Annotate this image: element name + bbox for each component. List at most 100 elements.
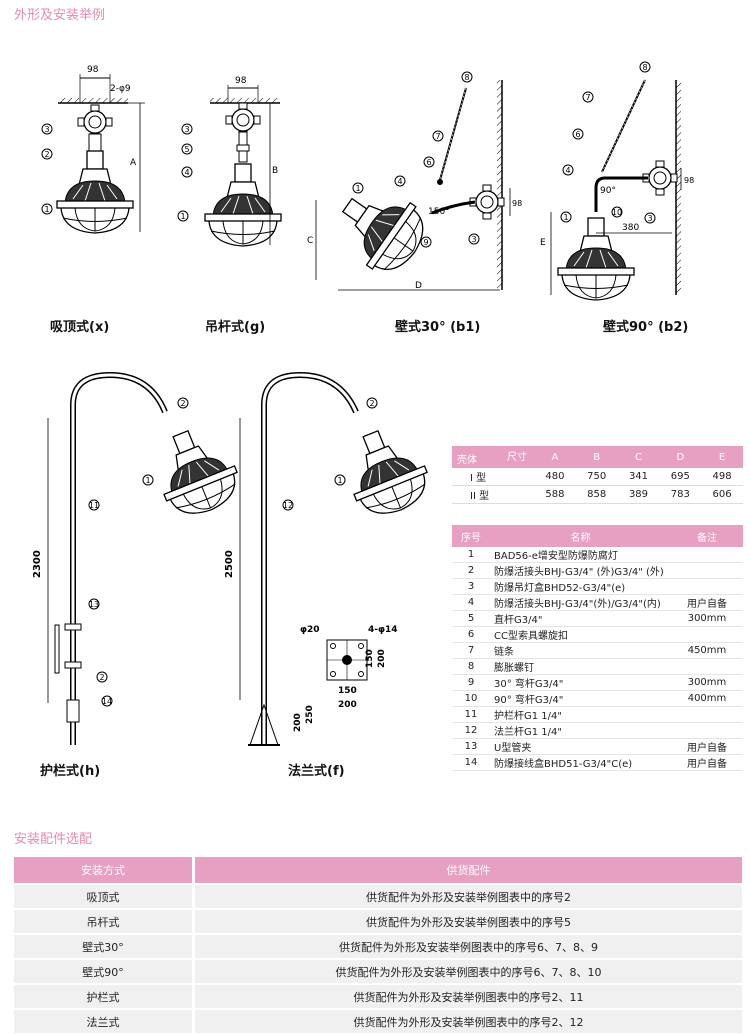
- svg-text:98: 98: [235, 76, 247, 86]
- table-row: 壁式90°供货配件为外形及安装举例图表中的序号6、7、8、10: [14, 960, 742, 983]
- svg-text:3: 3: [44, 125, 49, 134]
- dim-98: 98: [87, 65, 99, 75]
- svg-text:9: 9: [423, 238, 428, 247]
- callout: 6: [572, 128, 584, 140]
- callout: 1: [560, 211, 572, 223]
- table-row: 吊杆式供货配件为外形及安装举例图表中的序号5: [14, 910, 742, 933]
- svg-text:150: 150: [365, 649, 375, 668]
- svg-text:14: 14: [102, 697, 112, 706]
- callout: 1: [142, 474, 154, 486]
- table-row: I 型 480 750 341 695 498: [452, 468, 743, 486]
- svg-text:6: 6: [575, 130, 580, 139]
- svg-text:8: 8: [642, 63, 647, 72]
- install-header-method: 安装方式: [14, 857, 195, 883]
- dim-E: E: [540, 238, 546, 248]
- callout: 2: [41, 148, 53, 160]
- caption-rod: 吊杆式(g): [205, 320, 266, 335]
- svg-text:3: 3: [184, 125, 189, 134]
- svg-text:200: 200: [377, 649, 387, 668]
- dim-col-header: E: [701, 446, 743, 468]
- dim-D: D: [415, 281, 422, 291]
- table-row: 壁式30°供货配件为外形及安装举例图表中的序号6、7、8、9: [14, 935, 742, 958]
- dim-col-header: C: [617, 446, 660, 468]
- callout: 4: [181, 166, 193, 178]
- section-title-outline: 外形及安装举例: [14, 8, 106, 23]
- svg-text:7: 7: [435, 132, 440, 141]
- callout: 6: [423, 156, 435, 168]
- dim-col-header: A: [534, 446, 576, 468]
- callout: 5: [181, 143, 193, 155]
- svg-text:8: 8: [464, 73, 469, 82]
- dim-col-header: D: [659, 446, 702, 468]
- svg-text:2: 2: [99, 673, 104, 682]
- svg-text:7: 7: [585, 93, 590, 102]
- callout: 1: [334, 474, 346, 486]
- install-accessories-table: 安装方式 供货配件 吸顶式供货配件为外形及安装举例图表中的序号2 吊杆式供货配件…: [14, 855, 742, 1035]
- install-header-parts: 供货配件: [195, 857, 742, 883]
- svg-text:10: 10: [612, 208, 622, 217]
- callout: 3: [41, 123, 53, 135]
- callout: 2: [366, 397, 378, 409]
- caption-wall-30: 壁式30° (b1): [395, 320, 481, 335]
- callout: 2: [96, 671, 108, 683]
- callout: 4: [394, 175, 406, 187]
- svg-text:1: 1: [180, 212, 185, 221]
- caption-wall-90: 壁式90° (b2): [603, 320, 689, 335]
- dim-C: C: [307, 236, 313, 246]
- callout: 7: [432, 130, 444, 142]
- dim-200: 200: [338, 700, 357, 710]
- svg-text:4: 4: [565, 166, 570, 175]
- svg-text:1: 1: [337, 476, 342, 485]
- callout: 12: [282, 499, 294, 511]
- table-row: 法兰式供货配件为外形及安装举例图表中的序号2、12: [14, 1010, 742, 1033]
- callout: 11: [88, 499, 100, 511]
- svg-text:11: 11: [89, 501, 99, 510]
- svg-text:1: 1: [563, 213, 568, 222]
- dimension-table: 尺寸 壳体 A B C D E I 型 480 750 341 695 498 …: [452, 446, 743, 504]
- dim-250: 250: [305, 705, 315, 724]
- callout: 10: [611, 206, 623, 218]
- dim-380: 380: [622, 223, 639, 233]
- caption-guardrail: 护栏式(h): [40, 764, 101, 779]
- dim-2phi9: 2-φ9: [110, 84, 131, 94]
- svg-text:4: 4: [397, 177, 402, 186]
- drawing-wall-90: 90° 380 98 E: [540, 79, 694, 301]
- dim-B: B: [272, 166, 278, 176]
- dim-2300: 2300: [32, 550, 43, 578]
- callout: 3: [468, 233, 480, 245]
- svg-text:2: 2: [180, 399, 185, 408]
- table-row: 护栏式供货配件为外形及安装举例图表中的序号2、11: [14, 985, 742, 1008]
- installation-drawings: 98 2-φ9 A 98 B 150° C: [32, 61, 694, 746]
- parts-header-name: 名称: [490, 525, 671, 547]
- svg-text:2: 2: [44, 150, 49, 159]
- svg-text:12: 12: [283, 501, 293, 510]
- svg-text:13: 13: [89, 600, 99, 609]
- dim-150: 150: [338, 686, 357, 696]
- dim-2500: 2500: [224, 550, 235, 578]
- caption-ceiling: 吸顶式(x): [50, 320, 110, 335]
- callouts: 3 2 1 3 5 4 1 8 7 6 4 1 9 3 8 7 6 4 1 10…: [41, 61, 656, 707]
- drawing-flange: 2500 φ20 4-φ14 150 200 150 200 200 250: [224, 371, 438, 746]
- dim-A: A: [130, 158, 137, 168]
- svg-text:1: 1: [44, 205, 49, 214]
- drawing-guardrail: 2300: [32, 371, 248, 745]
- callout: 3: [181, 123, 193, 135]
- callout: 2: [177, 397, 189, 409]
- dim-col-header: B: [575, 446, 618, 468]
- svg-text:200: 200: [293, 713, 303, 732]
- dim-4phi14: 4-φ14: [368, 625, 398, 635]
- svg-text:3: 3: [471, 235, 476, 244]
- dim-phi20: φ20: [300, 625, 320, 635]
